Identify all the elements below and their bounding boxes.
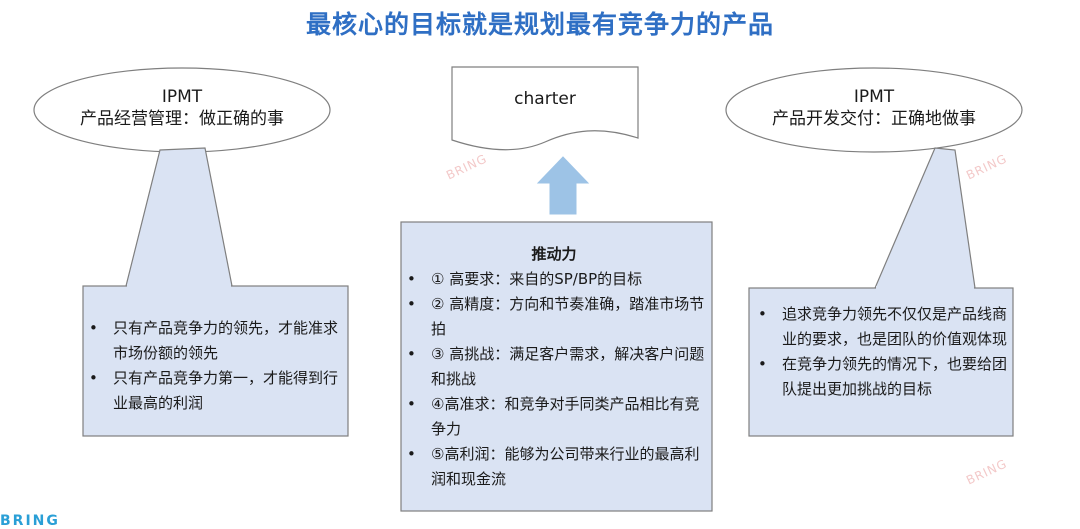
- page-title: 最核心的目标就是规划最有竞争力的产品: [305, 10, 774, 39]
- left-ellipse-text: IPMT 产品经营管理：做正确的事: [34, 86, 330, 130]
- left-ellipse-line2: 产品经营管理：做正确的事: [80, 109, 284, 129]
- left-box-item: 只有产品竞争力的领先，才能准求市场份额的领先: [83, 316, 345, 366]
- center-box-item: ④高准求：和竞争对手同类产品相比有竞争力: [401, 392, 707, 442]
- left-callout-tail: [125, 147, 233, 287]
- center-box-title: 推动力: [531, 245, 577, 263]
- right-ellipse-text: IPMT 产品开发交付：正确地做事: [726, 86, 1022, 130]
- right-ellipse-line1: IPMT: [853, 87, 895, 107]
- left-box-item: 只有产品竞争力第一，才能得到行业最高的利润: [83, 366, 345, 416]
- right-box-item: 在竞争力领先的情况下，也要给团队提出更加挑战的目标: [752, 352, 1008, 402]
- left-box: 只有产品竞争力的领先，才能准求市场份额的领先 只有产品竞争力第一，才能得到行业最…: [83, 316, 345, 416]
- right-ellipse-line2: 产品开发交付：正确地做事: [772, 109, 976, 129]
- center-box-item: ⑤高利润：能够为公司带来行业的最高利润和现金流: [401, 442, 707, 492]
- charter-label: charter: [514, 89, 576, 109]
- center-box: 推动力 ① 高要求：来自的SP/BP的目标 ② 高精度：方向和节奏准确，踏准市场…: [401, 242, 707, 492]
- charter-shape: [451, 66, 639, 151]
- left-ellipse-line1: IPMT: [161, 87, 203, 107]
- right-callout-tail: [874, 147, 976, 289]
- center-box-item: ③ 高挑战：满足客户需求，解决客户问题和挑战: [401, 342, 707, 392]
- right-box: 追求竞争力领先不仅仅是产品线商业的要求，也是团队的价值观体现 在竞争力领先的情况…: [752, 302, 1008, 402]
- center-box-item: ① 高要求：来自的SP/BP的目标: [401, 267, 707, 292]
- right-box-item: 追求竞争力领先不仅仅是产品线商业的要求，也是团队的价值观体现: [752, 302, 1008, 352]
- right-ellipse: [725, 67, 1023, 153]
- center-box-item: ② 高精度：方向和节奏准确，踏准市场节拍: [401, 292, 707, 342]
- up-arrow: [536, 156, 590, 215]
- brand-logo: BRING: [0, 513, 60, 529]
